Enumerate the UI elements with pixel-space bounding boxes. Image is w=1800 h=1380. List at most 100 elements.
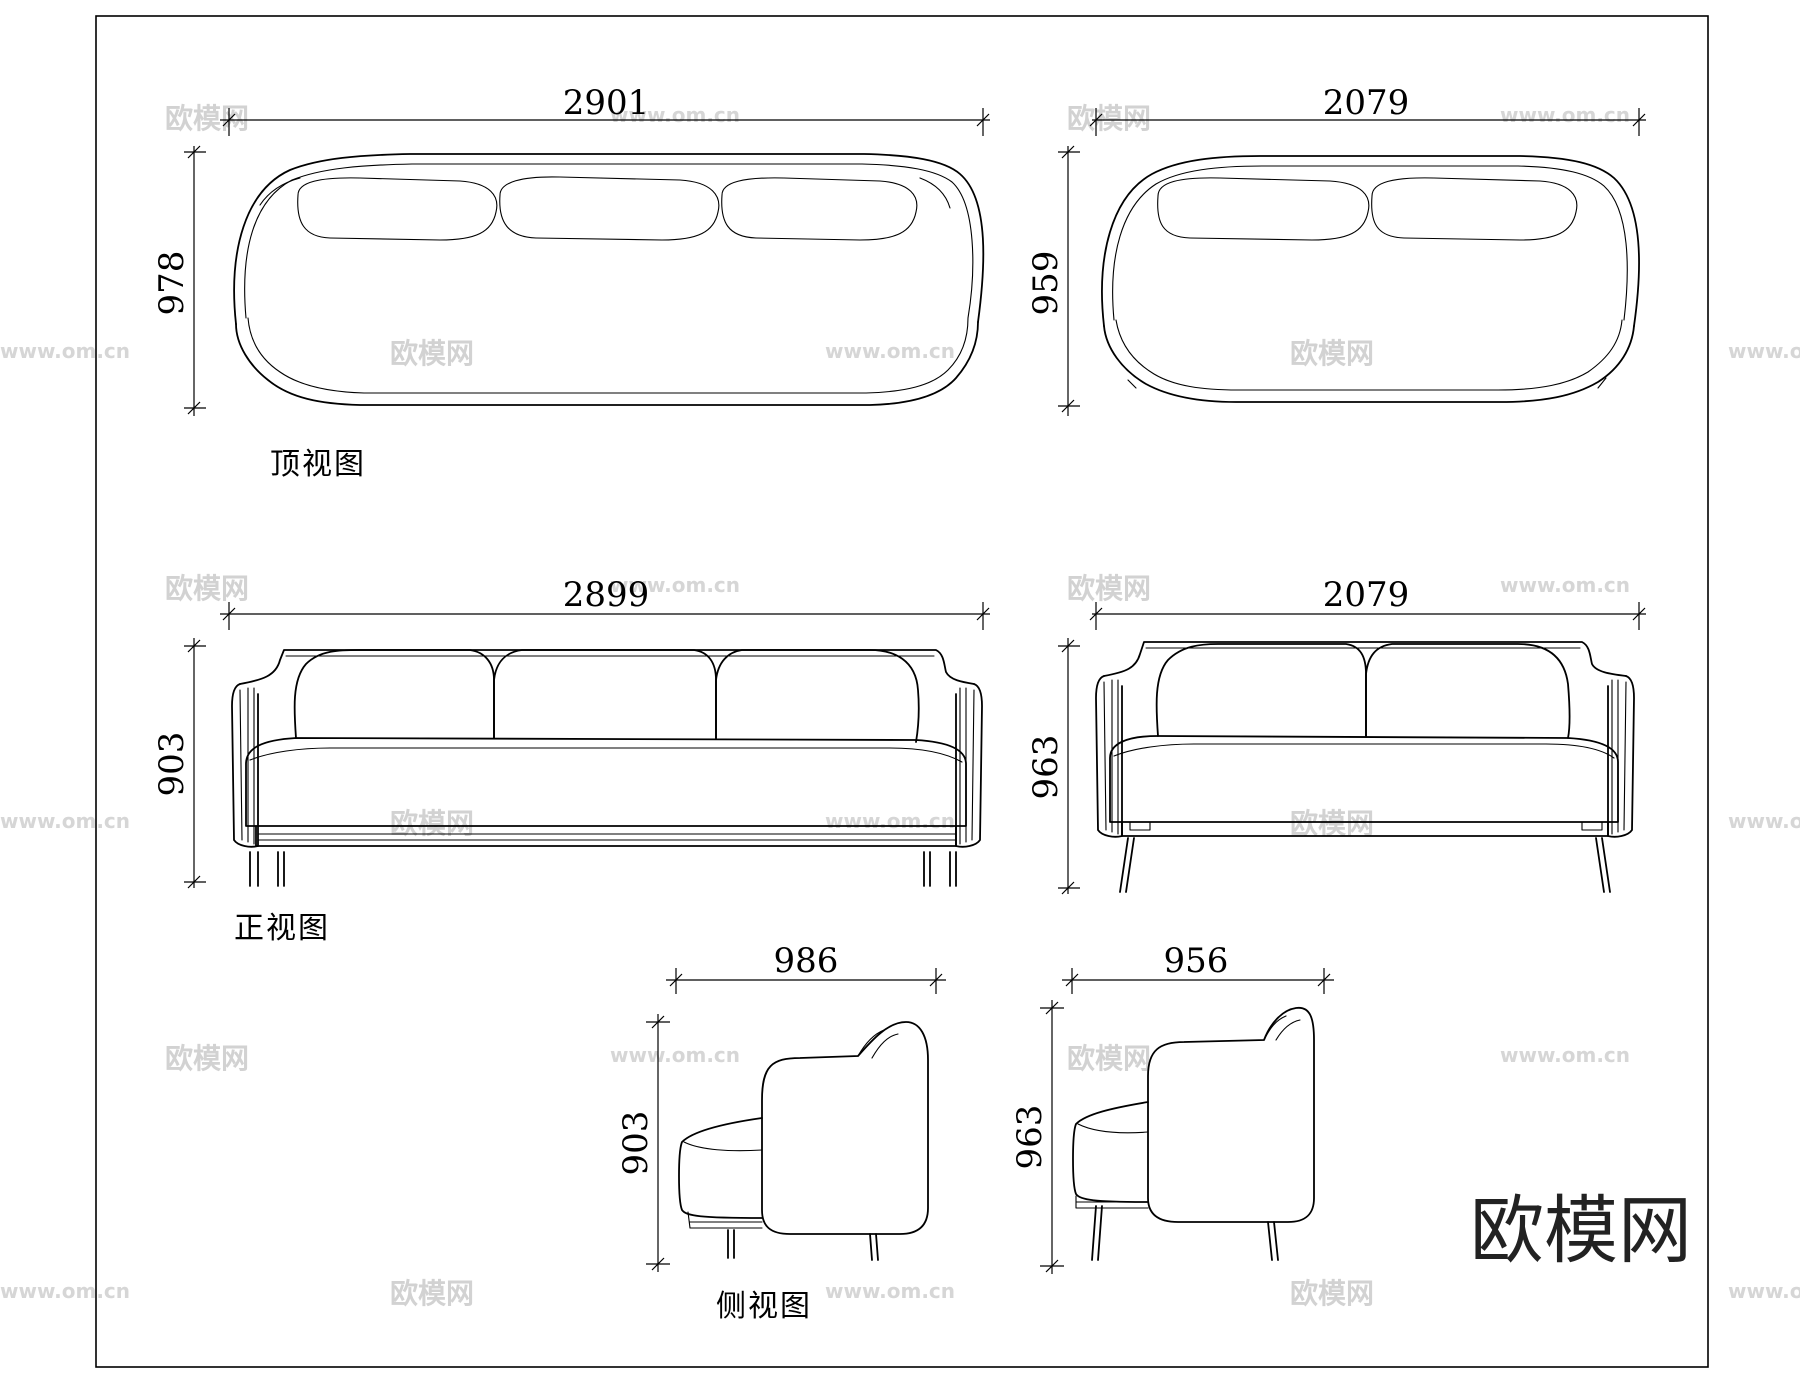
left-arm-stitching	[239, 687, 255, 845]
width-dimension-label: 2901	[563, 83, 650, 123]
watermark-brand: 欧模网	[1290, 807, 1374, 840]
watermark-brand: 欧模网	[165, 1042, 249, 1075]
dimension-tick	[1317, 973, 1331, 987]
watermark-site: www.om.cn	[0, 339, 130, 363]
sofa-base-rail	[257, 833, 957, 841]
watermark-site: www.om.cn	[610, 1043, 740, 1067]
dimension-tick	[187, 875, 201, 889]
height-dimension-label: 963	[1026, 735, 1066, 800]
depth-dimension-label: 956	[1164, 941, 1229, 981]
seat-cushion	[245, 737, 967, 827]
front-view-three-seat: 2899 903 正视图	[152, 575, 990, 946]
width-dimension-label: 2899	[563, 575, 650, 615]
rear-leg	[869, 1233, 879, 1261]
seat-cushion-edge	[683, 1141, 763, 1152]
watermark-brand: 欧模网	[1067, 1042, 1151, 1075]
watermark-brand: 欧模网	[1067, 102, 1151, 135]
dimension-tick	[1089, 113, 1103, 127]
sofa-inner-back	[1112, 165, 1628, 321]
sofa-back-top	[1263, 1015, 1301, 1041]
dimension-tick	[187, 639, 201, 653]
left-arm	[231, 683, 259, 848]
sofa-seat-inner	[247, 317, 969, 394]
seat-cushion-top-edge	[249, 747, 963, 763]
seat-cushion-top-edge	[1113, 743, 1615, 759]
sofa-arm-detail	[259, 177, 951, 209]
depth-dimension-label: 986	[774, 941, 839, 981]
dimension-tick	[1061, 639, 1075, 653]
dimension-tick	[1089, 607, 1103, 621]
dimension-tick	[1045, 1259, 1059, 1273]
watermark-site: www.om.cn	[825, 1279, 955, 1303]
back-cushion	[1155, 643, 1367, 737]
watermark-site: www.om.cn	[0, 1279, 130, 1303]
watermark-brand: 欧模网	[1067, 572, 1151, 605]
right-arm-stitching	[959, 687, 975, 845]
right-leg	[1595, 837, 1611, 893]
left-leg	[249, 851, 285, 887]
rear-leg	[1267, 1221, 1279, 1261]
back-cushion	[1157, 177, 1370, 241]
dimension-tick	[651, 1015, 665, 1029]
sofa-base	[1121, 821, 1609, 837]
dimension-tick	[1632, 113, 1646, 127]
watermark-site: www.om.cn	[1500, 1043, 1630, 1067]
sofa-back-frame	[239, 649, 975, 685]
left-leg	[1119, 837, 1135, 893]
sofa-base	[1075, 1195, 1149, 1209]
right-leg	[923, 851, 957, 887]
watermark-layer: 欧模网 www.om.cn 欧模网 www.om.cn 欧模网 www.om.c…	[0, 102, 1800, 1310]
sofa-back-top	[857, 1029, 899, 1059]
back-cushion	[493, 649, 717, 739]
watermark-site: www.om.cn	[825, 809, 955, 833]
sofa-seat-front	[1103, 325, 1635, 403]
front-leg	[727, 1229, 735, 1259]
top-view-two-seat: 2079 959	[1026, 83, 1646, 416]
watermark-site: www.om.cn	[1728, 809, 1800, 833]
watermark-site: www.om.cn	[610, 103, 740, 127]
sofa-outer-back	[1101, 155, 1640, 327]
sofa-back-frame	[1103, 641, 1627, 677]
watermark-brand: 欧模网	[390, 807, 474, 840]
sofa-seat-front	[235, 321, 979, 406]
watermark-brand: 欧模网	[390, 337, 474, 370]
watermark-brand: 欧模网	[390, 1277, 474, 1310]
back-cushion	[1371, 177, 1578, 241]
dimension-tick	[669, 973, 683, 987]
sofa-foot-mark	[1127, 377, 1607, 389]
back-cushion	[499, 176, 720, 241]
height-dimension-label: 903	[616, 1111, 656, 1176]
dimension-tick	[1061, 399, 1075, 413]
front-view-two-seat: 2079 963	[1026, 575, 1646, 895]
watermark-brand: 欧模网	[165, 572, 249, 605]
watermark-brand: 欧模网	[165, 102, 249, 135]
top-view-three-seat: 2901 978 顶视图	[152, 83, 990, 482]
depth-dimension-label: 978	[152, 251, 192, 316]
back-cushion	[721, 177, 918, 241]
dimension-tick	[187, 401, 201, 415]
height-dimension-label: 903	[152, 732, 192, 797]
watermark-brand: 欧模网	[1290, 1277, 1374, 1310]
brand-watermark-large: 欧模网	[1470, 1188, 1692, 1274]
sofa-arm-body	[1147, 1006, 1315, 1223]
watermark-site: www.om.cn	[0, 809, 130, 833]
seat-cushion	[1109, 735, 1619, 823]
sofa-base-bracket	[1129, 821, 1603, 831]
dimension-tick	[976, 607, 990, 621]
watermark-site: www.om.cn	[1500, 103, 1630, 127]
dimension-tick	[976, 113, 990, 127]
watermark-site: www.om.cn	[1500, 573, 1630, 597]
right-arm	[955, 683, 983, 848]
back-cushion	[715, 649, 920, 743]
dimension-tick	[1632, 607, 1646, 621]
side-view-caption: 侧视图	[716, 1289, 812, 1324]
dimension-tick	[651, 1257, 665, 1271]
height-dimension-label: 963	[1010, 1105, 1050, 1170]
drawing-frame	[95, 15, 1709, 1368]
watermark-site: www.om.cn	[825, 339, 955, 363]
top-view-caption: 顶视图	[270, 447, 366, 482]
sofa-base	[687, 1211, 763, 1229]
dimension-tick	[222, 607, 236, 621]
dimension-tick	[187, 145, 201, 159]
